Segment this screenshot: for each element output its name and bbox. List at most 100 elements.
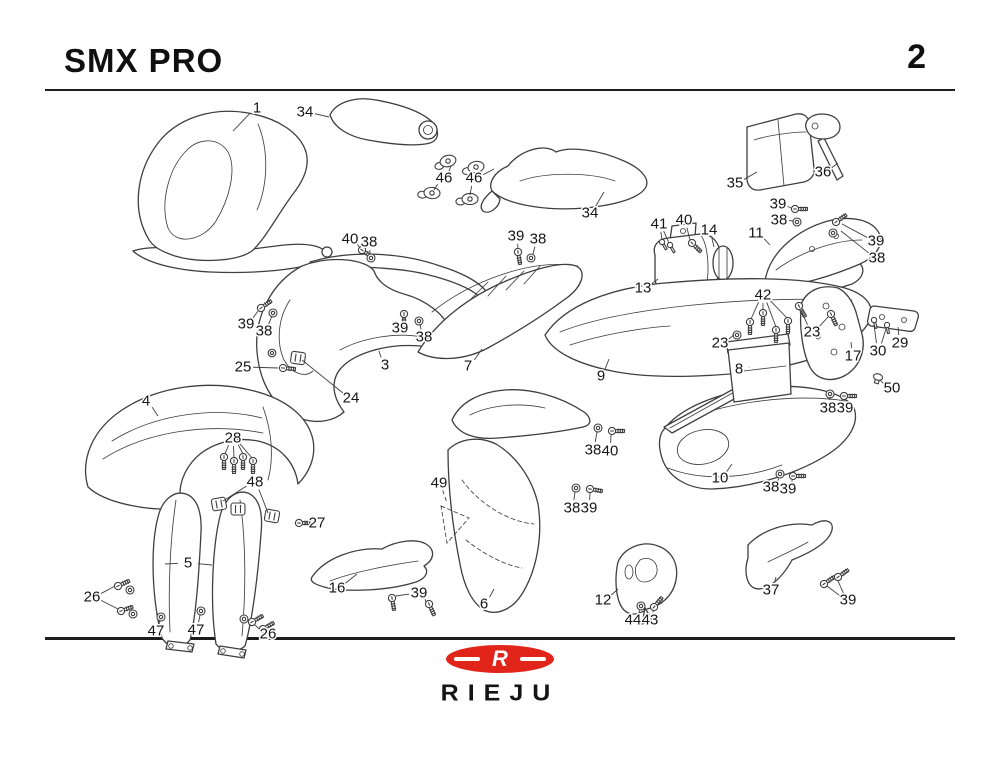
part-callout-46: 46 bbox=[466, 170, 483, 187]
leader-line bbox=[232, 113, 251, 132]
part-callout-39: 39 bbox=[837, 400, 854, 417]
brand-wordmark: RIEJU bbox=[440, 680, 560, 706]
logo-letter: R bbox=[492, 646, 508, 671]
fastener-clamp bbox=[455, 192, 479, 206]
cap-disc bbox=[712, 245, 734, 281]
leader-line bbox=[268, 315, 273, 325]
leader-line bbox=[301, 359, 344, 394]
leader-line bbox=[837, 580, 844, 594]
fastener-washer bbox=[196, 606, 206, 616]
part-callout-37: 37 bbox=[763, 582, 780, 599]
part-callout-30: 30 bbox=[870, 343, 887, 360]
fastener-screw bbox=[248, 456, 258, 475]
leader-line bbox=[841, 223, 868, 238]
fastener-screw bbox=[219, 452, 229, 471]
part-callout-17: 17 bbox=[845, 348, 862, 365]
leader-line bbox=[252, 366, 279, 369]
leader-line bbox=[239, 443, 253, 459]
fastener-nut bbox=[267, 348, 277, 358]
part-callout-8: 8 bbox=[735, 361, 743, 378]
fastener-washer bbox=[526, 253, 536, 263]
part-callout-39: 39 bbox=[840, 592, 857, 609]
part-callout-38: 38 bbox=[530, 231, 547, 248]
leader-line bbox=[826, 585, 840, 596]
leader-line bbox=[489, 588, 495, 598]
fastener-washer bbox=[571, 483, 581, 493]
leader-line bbox=[532, 246, 536, 255]
part-callout-9: 9 bbox=[597, 368, 605, 385]
leader-line bbox=[774, 576, 777, 583]
logo-oval bbox=[446, 645, 554, 673]
leader-line bbox=[604, 358, 610, 369]
fastener-washer bbox=[825, 389, 835, 399]
part-callout-38: 38 bbox=[256, 323, 273, 340]
part-callout-25: 25 bbox=[235, 359, 252, 376]
plate-bracket bbox=[866, 305, 920, 333]
leader-lines bbox=[100, 113, 900, 630]
part-callout-48: 48 bbox=[247, 474, 264, 491]
front-fender bbox=[84, 384, 315, 510]
part-callout-38: 38 bbox=[361, 234, 378, 251]
part-callout-43: 43 bbox=[642, 612, 659, 629]
skid-plate bbox=[310, 540, 434, 591]
leader-line bbox=[840, 230, 870, 254]
part-callout-23: 23 bbox=[712, 335, 729, 352]
fastener-screw bbox=[513, 247, 525, 266]
part-callout-39: 39 bbox=[238, 316, 255, 333]
handguard bbox=[480, 147, 648, 213]
leader-line bbox=[197, 563, 213, 566]
side-panel bbox=[440, 389, 591, 613]
header-divider bbox=[45, 89, 955, 91]
leader-line bbox=[660, 231, 663, 241]
leader-line bbox=[252, 310, 259, 319]
part-callout-50: 50 bbox=[884, 380, 901, 397]
part-callout-38: 38 bbox=[564, 500, 581, 517]
part-callout-38: 38 bbox=[771, 212, 788, 229]
part-callout-14: 14 bbox=[701, 222, 718, 239]
leader-line bbox=[442, 490, 448, 504]
fastener-screw bbox=[238, 452, 248, 471]
leader-line bbox=[224, 444, 229, 455]
leader-line bbox=[233, 445, 235, 459]
fastener-washer bbox=[125, 585, 135, 595]
rieju-logo: R bbox=[446, 645, 554, 673]
fastener-washer bbox=[775, 469, 785, 479]
fastener-clip bbox=[230, 502, 246, 516]
handlebar-pad bbox=[329, 98, 439, 146]
part-callout-42: 42 bbox=[755, 287, 772, 304]
part-callout-27: 27 bbox=[309, 515, 326, 532]
leader-line bbox=[728, 334, 735, 340]
fastener-washer bbox=[268, 308, 278, 318]
page-number: 2 bbox=[907, 38, 926, 76]
leader-line bbox=[482, 168, 495, 176]
part-callout-49: 49 bbox=[431, 475, 448, 492]
logo-swoosh-left bbox=[454, 657, 480, 661]
fastener-washer bbox=[792, 217, 802, 227]
fastener-grommet bbox=[871, 372, 884, 386]
logo-swoosh-right bbox=[520, 657, 546, 661]
brand-footer: R RIEJU bbox=[0, 641, 1000, 708]
fastener-screw bbox=[585, 484, 604, 496]
part-callout-26: 26 bbox=[260, 626, 277, 643]
fastener-screw bbox=[788, 471, 807, 481]
leader-line bbox=[879, 379, 884, 384]
chain-slider bbox=[745, 520, 833, 590]
part-callout-39: 39 bbox=[770, 196, 787, 213]
part-callout-38: 38 bbox=[763, 479, 780, 496]
fastener-washer bbox=[636, 601, 646, 611]
fastener-washer bbox=[239, 614, 249, 624]
fastener-washer bbox=[732, 330, 742, 340]
leader-line bbox=[711, 237, 715, 248]
part-callout-16: 16 bbox=[329, 580, 346, 597]
mount-bracket bbox=[799, 286, 864, 381]
fastener-washer bbox=[828, 228, 838, 238]
part-callout-38: 38 bbox=[585, 442, 602, 459]
leader-line bbox=[743, 171, 758, 180]
leader-line bbox=[750, 301, 759, 320]
leader-line bbox=[198, 614, 201, 623]
leader-line bbox=[473, 348, 483, 361]
fastener-clip bbox=[289, 350, 307, 366]
part-callout-39: 39 bbox=[868, 233, 885, 250]
leader-line bbox=[594, 431, 598, 443]
leader-line bbox=[880, 328, 887, 344]
